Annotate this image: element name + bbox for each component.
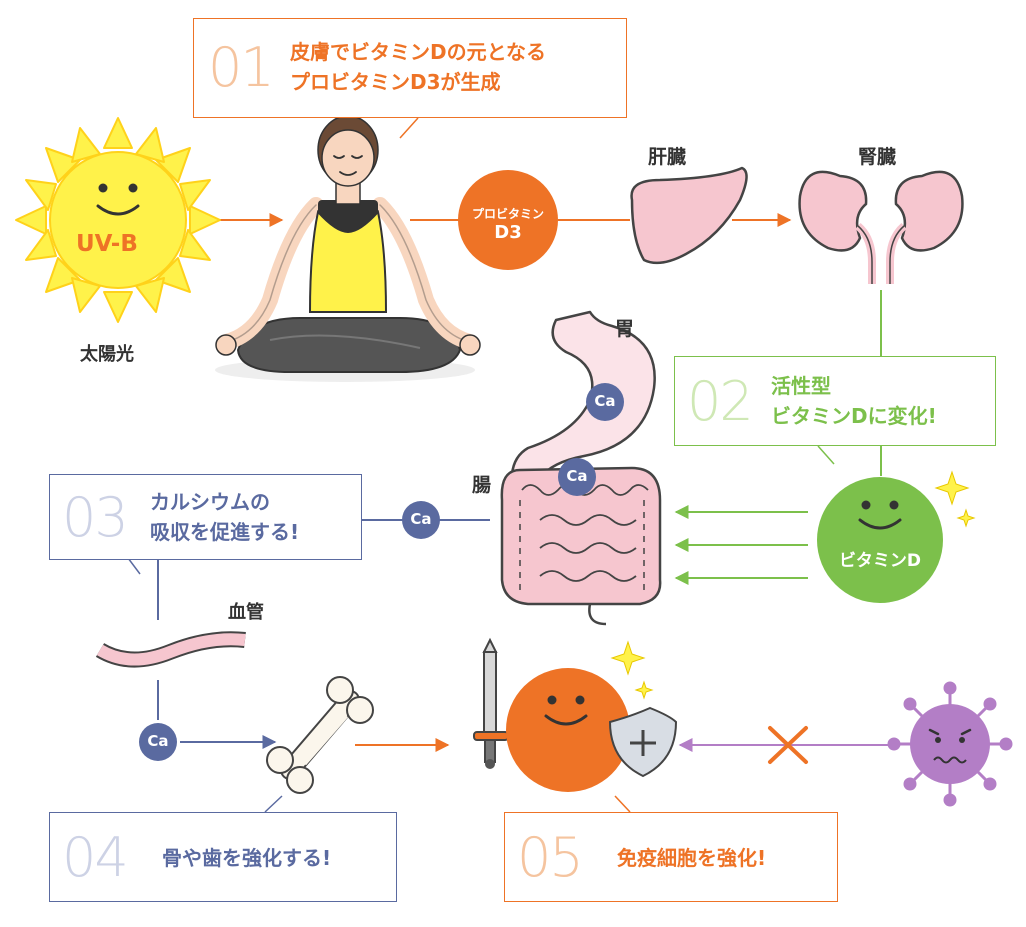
step-02-line2: ビタミンDに変化!	[771, 404, 937, 428]
calcium-label-stomach: Ca	[594, 392, 616, 410]
step-02-line1: 活性型	[771, 374, 831, 398]
provitamin-d3-circle	[458, 170, 558, 270]
immune-cell	[473, 637, 678, 792]
vitamin-d-character	[817, 470, 976, 603]
stomach-label: 胃	[615, 318, 635, 340]
virus	[887, 681, 1013, 807]
step-02-box: 02 活性型 ビタミンDに変化!	[674, 356, 996, 446]
step-01-box: 01 皮膚でビタミンDの元となる プロビタミンD3が生成	[193, 18, 627, 118]
step-03-line2: 吸収を促進する!	[150, 520, 300, 544]
step-03-line1: カルシウムの	[150, 490, 270, 514]
liver-label: 肝臓	[648, 146, 687, 168]
kidney-label: 腎臓	[858, 146, 897, 168]
flow-connectors	[127, 117, 895, 813]
provitamin-label-line1: プロビタミン	[471, 207, 544, 221]
calcium-circle-bone	[139, 723, 177, 761]
bone	[266, 676, 374, 794]
intestine-label: 腸	[472, 474, 492, 496]
step-01-number: 01	[208, 36, 275, 99]
step-04-box: 04 骨や歯を強化する!	[49, 812, 397, 902]
sun-uvb-label: UV-B	[76, 231, 138, 257]
step-01-line1: 皮膚でビタミンDの元となる	[290, 40, 547, 64]
meditating-woman	[215, 99, 481, 382]
calcium-circle-intestine	[558, 458, 596, 496]
kidneys	[798, 170, 964, 284]
blood-vessel-label: 血管	[228, 602, 264, 623]
step-01-line2: プロビタミンD3が生成	[290, 70, 501, 94]
calcium-circle-blood	[402, 501, 440, 539]
step-03-number: 03	[62, 486, 129, 549]
liver	[630, 166, 748, 265]
calcium-label-intestine: Ca	[566, 467, 588, 485]
step-05-number: 05	[517, 826, 584, 889]
sun	[15, 117, 221, 323]
step-04-line1: 骨や歯を強化する!	[162, 846, 332, 870]
calcium-label-blood: Ca	[410, 510, 432, 528]
block-x-mark	[768, 726, 808, 764]
step-05-box: 05 免疫細胞を強化!	[504, 812, 838, 902]
step-05-line1: 免疫細胞を強化!	[617, 846, 767, 870]
calcium-label-bone: Ca	[147, 732, 169, 750]
vitamin-d-label: ビタミンD	[838, 551, 922, 571]
step-03-box: 03 カルシウムの 吸収を促進する!	[49, 474, 362, 560]
step-04-number: 04	[62, 826, 129, 889]
sunlight-label: 太陽光	[80, 344, 134, 365]
step-02-number: 02	[687, 370, 754, 433]
blood-vessel	[95, 631, 246, 668]
intestine	[500, 466, 662, 626]
calcium-circle-stomach	[586, 383, 624, 421]
provitamin-label-line2: D3	[494, 222, 522, 243]
